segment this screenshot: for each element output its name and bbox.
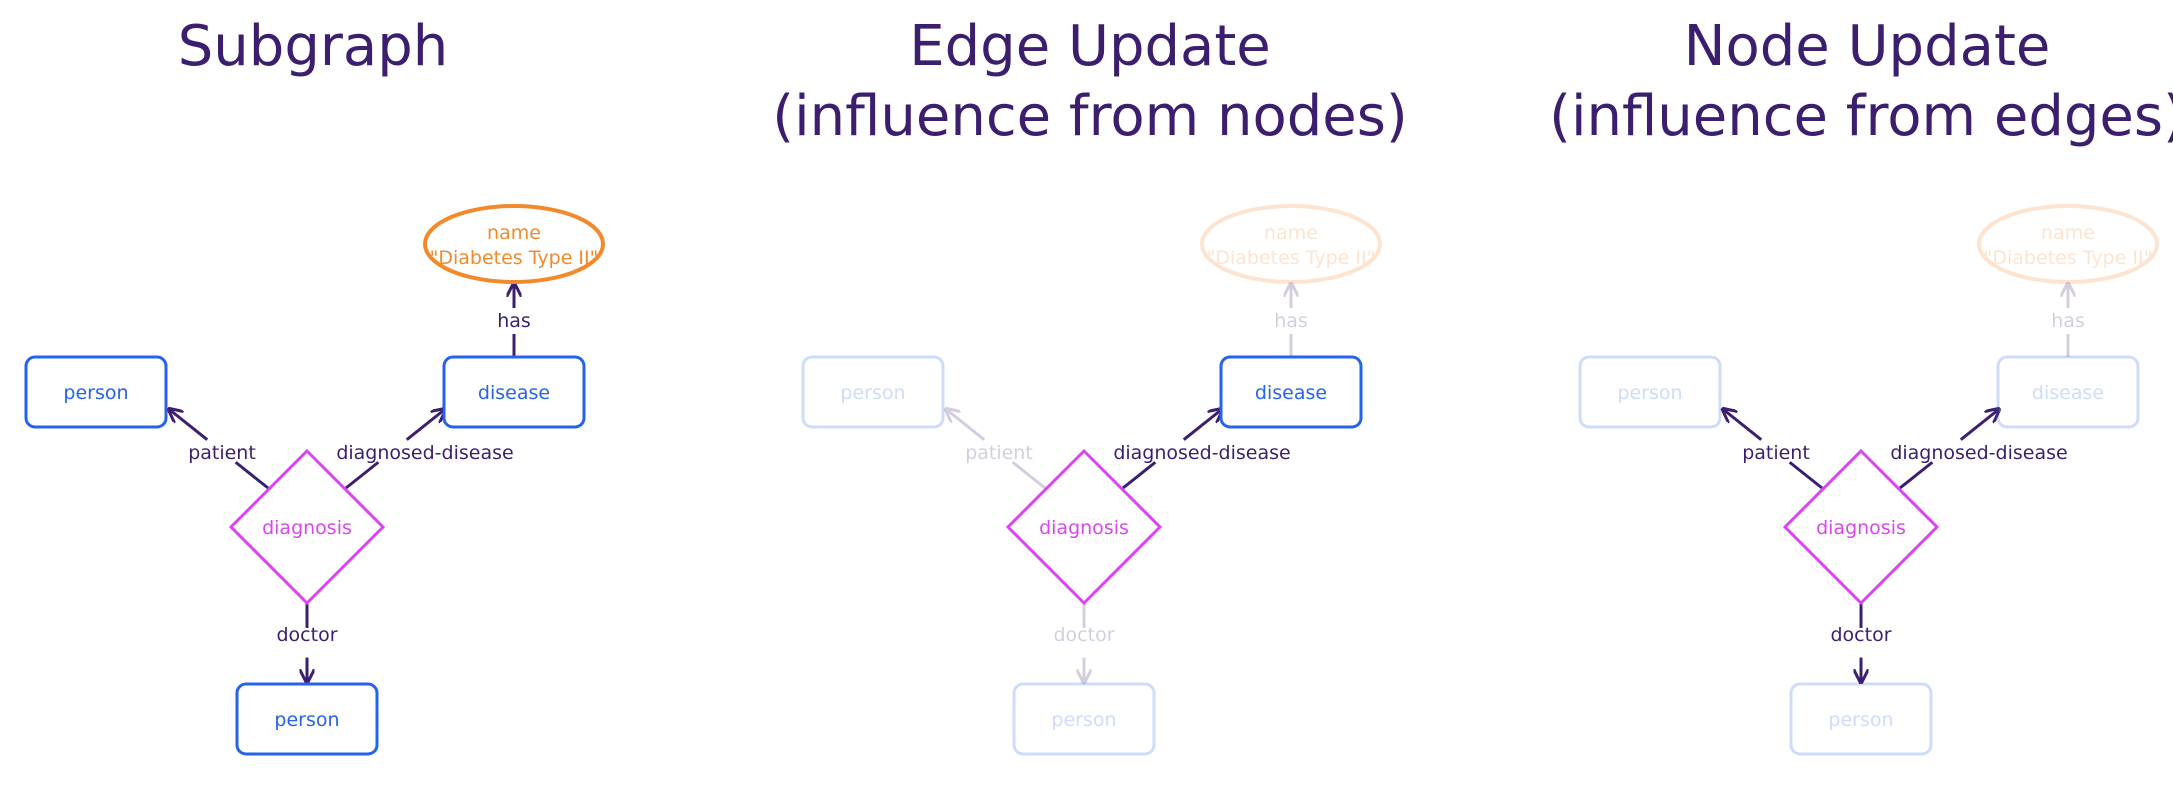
node-label: diagnosis <box>1816 517 1906 539</box>
entity-box <box>235 682 379 756</box>
panel-edge-update: Edge Update(influence from nodes) patient… <box>772 14 1408 756</box>
node-disease: disease <box>442 355 586 429</box>
edge-label: patient <box>1742 442 1810 464</box>
node-person_left: person <box>801 355 945 429</box>
attribute-ellipse <box>423 204 605 284</box>
edge-label: doctor <box>1053 624 1114 646</box>
edge-line <box>345 461 380 490</box>
panel-title: Edge Update <box>909 14 1271 79</box>
edge-line <box>234 461 269 490</box>
node-label: "Diabetes Type II" <box>1984 247 2153 269</box>
node-disease: disease <box>1219 355 1363 429</box>
edge-line <box>1899 461 1934 490</box>
node-person_left: person <box>24 355 168 429</box>
edge-arrow <box>1182 410 1221 441</box>
entity-box <box>1219 355 1363 429</box>
edge-arrow <box>1724 410 1763 441</box>
edge-has: has <box>497 285 531 357</box>
edge-patient: patient <box>947 410 1046 490</box>
edge-label: diagnosed-disease <box>1890 442 2067 464</box>
edge-has: has <box>2051 285 2085 357</box>
edge-line <box>1011 461 1046 490</box>
node-label: name <box>487 222 541 244</box>
relation-diamond <box>1005 448 1163 606</box>
node-label: disease <box>1255 382 1327 404</box>
entity-box <box>801 355 945 429</box>
edge-doctor: doctor <box>276 603 338 681</box>
edge-doctor: doctor <box>1053 603 1115 681</box>
edge-arrow <box>1959 410 1998 441</box>
node-label: name <box>1264 222 1318 244</box>
node-label: "Diabetes Type II" <box>1207 247 1376 269</box>
entity-box <box>1012 682 1156 756</box>
node-label: person <box>1617 382 1682 404</box>
node-disease: disease <box>1996 355 2140 429</box>
attribute-ellipse <box>1977 204 2159 284</box>
attribute-ellipse <box>1200 204 1382 284</box>
entity-box <box>1789 682 1933 756</box>
node-label: name <box>2041 222 2095 244</box>
edge-arrow <box>947 410 986 441</box>
relation-diamond <box>228 448 386 606</box>
edge-label: doctor <box>1830 624 1891 646</box>
node-label: "Diabetes Type II" <box>430 247 599 269</box>
panel-title: (influence from edges) <box>1549 84 2173 149</box>
node-label: disease <box>2032 382 2104 404</box>
node-person_bottom: person <box>1789 682 1933 756</box>
edge-diagnosed_disease: diagnosed-disease <box>1890 410 2068 490</box>
panel-title: Node Update <box>1684 14 2051 79</box>
edge-line <box>1788 461 1823 490</box>
edge-patient: patient <box>1724 410 1823 490</box>
edge-label: doctor <box>276 624 337 646</box>
edge-doctor: doctor <box>1830 603 1892 681</box>
edge-label: has <box>1274 310 1308 332</box>
panel-title: (influence from nodes) <box>772 84 1408 149</box>
node-label: person <box>274 709 339 731</box>
node-person_bottom: person <box>235 682 379 756</box>
node-name_attr: name "Diabetes Type II" <box>1977 204 2159 284</box>
node-diagnosis: diagnosis <box>1782 448 1940 606</box>
node-person_left: person <box>1578 355 1722 429</box>
node-name_attr: name "Diabetes Type II" <box>423 204 605 284</box>
node-label: diagnosis <box>1039 517 1129 539</box>
edge-label: has <box>2051 310 2085 332</box>
edge-line <box>1122 461 1157 490</box>
node-label: person <box>1051 709 1116 731</box>
node-diagnosis: diagnosis <box>228 448 386 606</box>
edge-arrow <box>405 410 444 441</box>
edge-diagnosed_disease: diagnosed-disease <box>336 410 514 490</box>
node-label: person <box>840 382 905 404</box>
edge-diagnosed_disease: diagnosed-disease <box>1113 410 1291 490</box>
entity-box <box>1996 355 2140 429</box>
panel-title: Subgraph <box>178 14 449 79</box>
edge-label: diagnosed-disease <box>336 442 513 464</box>
entity-box <box>1578 355 1722 429</box>
entity-box <box>24 355 168 429</box>
panel-subgraph: Subgraph patient diagnosed-disease doctor ha… <box>24 14 605 756</box>
node-name_attr: name "Diabetes Type II" <box>1200 204 1382 284</box>
edge-label: has <box>497 310 531 332</box>
node-label: diagnosis <box>262 517 352 539</box>
edge-label: patient <box>965 442 1033 464</box>
node-label: disease <box>478 382 550 404</box>
relation-diamond <box>1782 448 1940 606</box>
edge-label: diagnosed-disease <box>1113 442 1290 464</box>
node-person_bottom: person <box>1012 682 1156 756</box>
edge-label: patient <box>188 442 256 464</box>
node-label: person <box>1828 709 1893 731</box>
node-diagnosis: diagnosis <box>1005 448 1163 606</box>
panel-node-update: Node Update(influence from edges) patient… <box>1549 14 2173 756</box>
entity-box <box>442 355 586 429</box>
node-label: person <box>63 382 128 404</box>
edge-patient: patient <box>170 410 269 490</box>
edge-has: has <box>1274 285 1308 357</box>
edge-arrow <box>170 410 209 441</box>
